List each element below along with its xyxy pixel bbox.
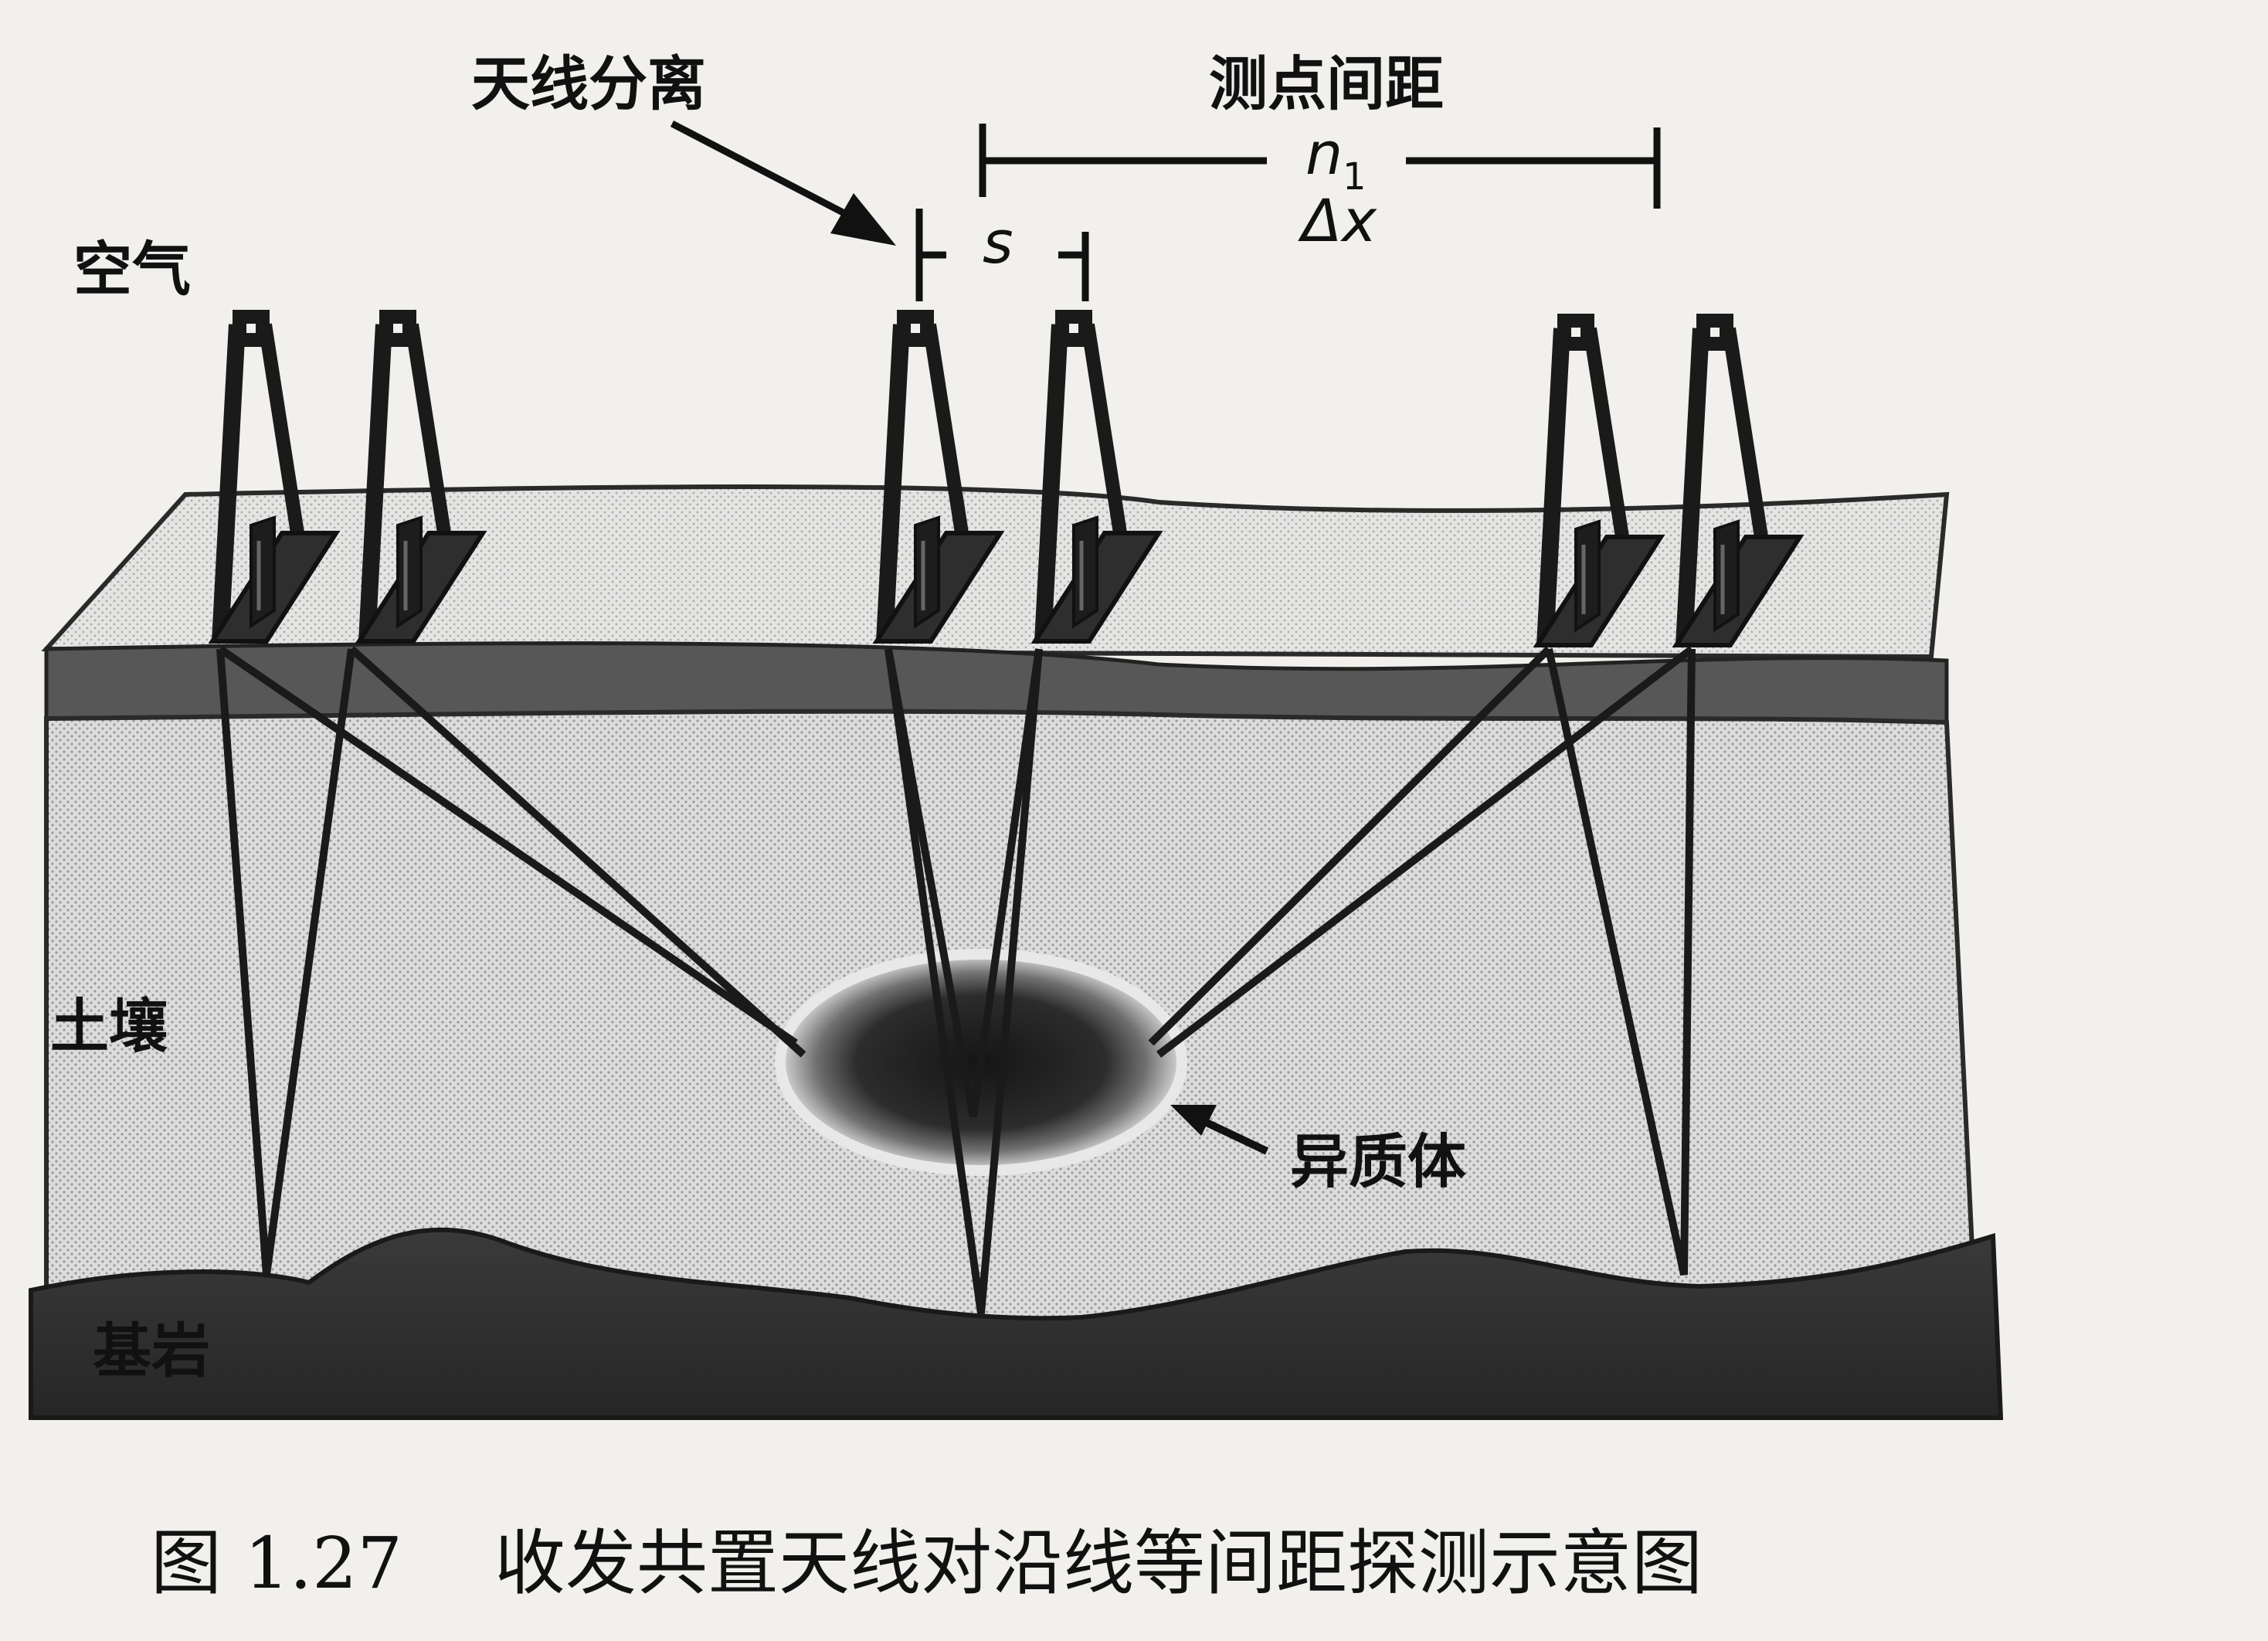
antenna-separation-arrow	[670, 121, 896, 246]
anomaly-label: 异质体	[1290, 1127, 1466, 1196]
dx-label: Δx	[1298, 186, 1377, 255]
station-spacing-label: 测点间距	[1209, 49, 1444, 118]
figure-number: 图 1.27	[151, 1522, 402, 1605]
figure-caption: 收发共置天线对沿线等间距探测示意图	[494, 1522, 1703, 1605]
bedrock-label: 基岩	[93, 1317, 210, 1385]
n1-subscript: 1	[1343, 155, 1367, 199]
ground-surface	[41, 484, 1950, 660]
s-dimension	[915, 209, 1089, 301]
s-label: s	[983, 208, 1013, 277]
station-spacing-dimension	[979, 124, 1661, 209]
ray-paths	[216, 645, 1696, 1314]
antenna-separation-label: 天线分离	[471, 49, 706, 118]
air-label: 空气	[73, 235, 191, 304]
n1-label: n	[1305, 119, 1343, 188]
soil-label: 土壤	[50, 992, 168, 1061]
bedrock-layer	[29, 1227, 2004, 1420]
anomaly-pointer	[1170, 1105, 1269, 1155]
